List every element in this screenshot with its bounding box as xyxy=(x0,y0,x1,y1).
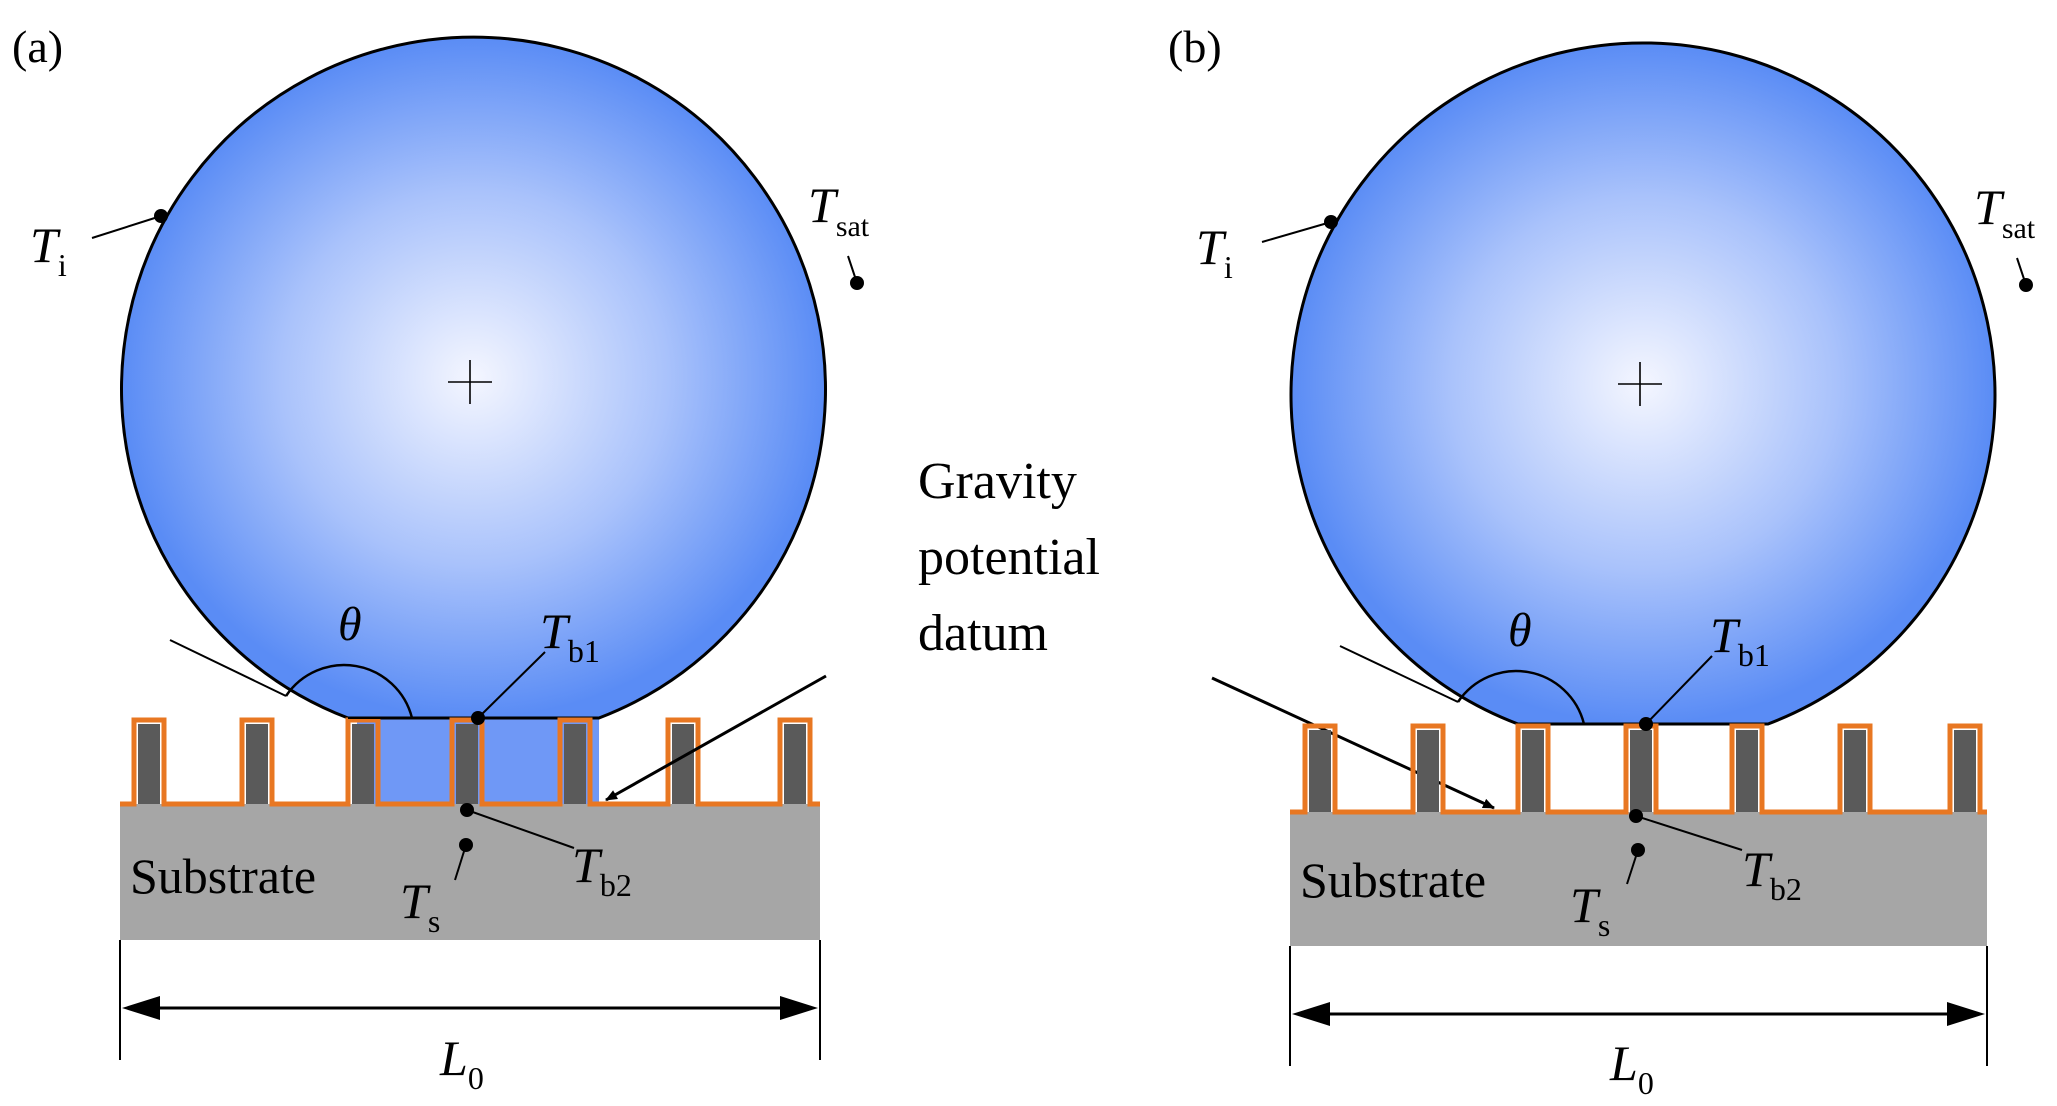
pillar xyxy=(564,724,586,804)
pillar xyxy=(1844,730,1866,812)
pillar xyxy=(1522,730,1544,812)
theta-label-b: θ xyxy=(1508,604,1532,657)
pillar xyxy=(1736,730,1758,812)
dim-arrowhead-right-a xyxy=(780,996,818,1020)
leader-ti-a xyxy=(91,215,162,239)
gravity-arrow-b xyxy=(1211,676,1495,810)
pillars-a xyxy=(138,724,806,804)
pillar xyxy=(784,724,806,804)
pillar xyxy=(352,724,374,804)
gravity-label-line1: Gravity xyxy=(918,453,1077,510)
pillar xyxy=(1417,730,1439,812)
panel-a: (a) θ Ti Tsa xyxy=(12,21,870,1096)
l0-label-b: L0 xyxy=(1609,1035,1654,1101)
gravity-label-line2: potential xyxy=(918,529,1100,586)
gravity-arrow-a xyxy=(605,674,827,802)
pillar xyxy=(1954,730,1976,812)
dim-arrowhead-right-b xyxy=(1947,1002,1985,1026)
droplet-a xyxy=(120,35,827,720)
gravity-label-line3: datum xyxy=(918,605,1048,662)
leader-tb2-a xyxy=(466,809,575,849)
pillar xyxy=(138,724,160,804)
panel-b-label: (b) xyxy=(1168,21,1222,72)
leader-ts-b xyxy=(1626,849,1639,885)
tangent-line-a xyxy=(169,639,287,697)
tb1-label-b: Tb1 xyxy=(1710,607,1770,673)
leader-tb2-b xyxy=(1635,815,1743,851)
substrate-a xyxy=(120,804,820,940)
leader-ti-b xyxy=(1261,221,1332,243)
textured-surface-outline-a xyxy=(120,717,820,807)
dim-arrowhead-left-a xyxy=(122,996,160,1020)
tb2-label-a: Tb2 xyxy=(572,837,632,903)
leader-tsat-b xyxy=(2016,257,2027,286)
pillar xyxy=(672,724,694,804)
ti-label-a: Ti xyxy=(30,217,67,283)
panel-b: (b) θ Ti Tsat Tb1 xyxy=(1168,21,2036,1101)
leader-tb1-a xyxy=(477,651,546,719)
pillar xyxy=(1309,730,1331,812)
dim-arrowhead-left-b xyxy=(1292,1002,1330,1026)
substrate-label-b: Substrate xyxy=(1300,852,1486,908)
leader-ts-a xyxy=(454,844,467,881)
ts-label-b: Ts xyxy=(1570,877,1610,943)
leader-tsat-a xyxy=(847,255,858,284)
pillars-b xyxy=(1309,730,1976,812)
tb2-label-b: Tb2 xyxy=(1742,841,1802,907)
ts-label-a: Ts xyxy=(400,873,440,939)
pillar xyxy=(1630,730,1652,812)
tsat-label-a: Tsat xyxy=(808,177,870,243)
gravity-datum-annotation: Gravity potential datum xyxy=(605,453,1495,810)
substrate-label-a: Substrate xyxy=(130,848,316,904)
panel-a-label: (a) xyxy=(12,21,63,72)
leader-tb1-b xyxy=(1645,655,1713,725)
tangent-line-b xyxy=(1339,645,1459,703)
l0-label-a: L0 xyxy=(439,1030,484,1096)
pillar xyxy=(246,724,268,804)
pillar xyxy=(456,724,478,804)
theta-label-a: θ xyxy=(338,598,362,651)
tsat-label-b: Tsat xyxy=(1974,179,2036,245)
substrate-b xyxy=(1290,812,1987,946)
contact-angle-arc-a xyxy=(284,663,414,719)
tb1-label-a: Tb1 xyxy=(540,603,600,669)
ti-label-b: Ti xyxy=(1196,219,1233,285)
contact-angle-arc-b xyxy=(1456,669,1586,725)
